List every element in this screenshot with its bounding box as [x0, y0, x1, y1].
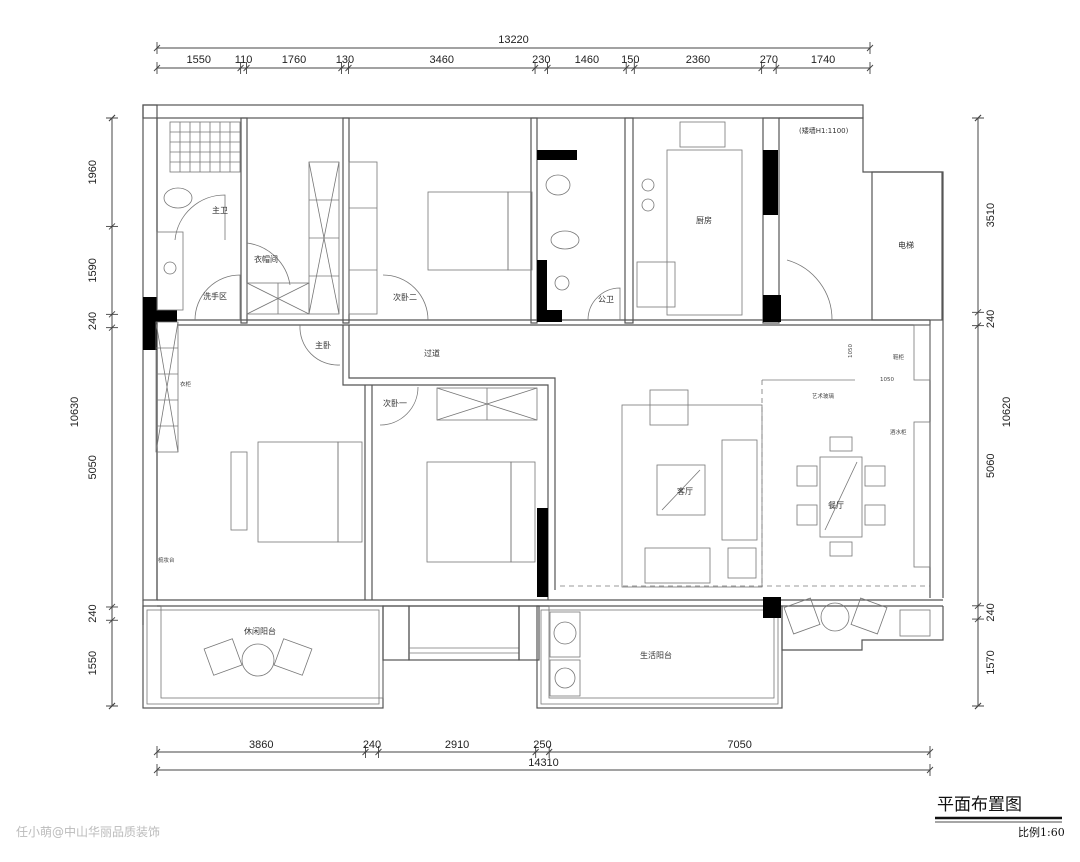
left-dimension: 240: [87, 312, 99, 330]
bed-master: [257, 441, 339, 543]
right-total-dimension: 10620: [1001, 397, 1013, 428]
right-dimensions: 3510 240 5060 240 1570 10620: [972, 114, 1013, 710]
label-shoe-cabinet: 鞋柜: [893, 353, 905, 361]
dining-table: [819, 456, 863, 538]
top-total-dimension: 13220: [498, 34, 529, 46]
coffee-table: [656, 464, 706, 516]
bottom-dimension: 2910: [445, 739, 469, 751]
bottom-dimension: 240: [363, 739, 381, 751]
loveseat: [644, 547, 711, 584]
room-labels: 主卫 衣帽间 洗手区 次卧二 公卫 厨房 电梯 (矮墙H1:1100) 主卧 过…: [158, 126, 914, 660]
bed-bedroom1: [426, 461, 512, 563]
watermark: 任小萌@中山华丽品质装饰: [16, 824, 160, 839]
top-dimension: 130: [336, 54, 354, 66]
left-dimension: 5050: [87, 455, 99, 479]
toilet-icon: [163, 187, 193, 209]
rug: [621, 404, 763, 588]
label-width-1050: 1050: [880, 377, 894, 383]
left-dimension: 1590: [87, 258, 99, 282]
top-dimension: 1740: [811, 54, 835, 66]
label-bedroom1: 次卧一: [383, 398, 407, 408]
drawing-scale: 比例1:60: [1018, 825, 1065, 839]
top-dimension: 1760: [282, 54, 306, 66]
bottom-dimension: 7050: [727, 739, 751, 751]
shower-grid: [169, 121, 241, 173]
label-cloakroom: 衣帽间: [254, 254, 278, 264]
label-master-bath: 主卫: [212, 205, 228, 215]
walls: [142, 104, 944, 709]
label-wine-cabinet: 酒水柜: [890, 428, 907, 436]
label-utility-balcony: 生活阳台: [640, 650, 672, 660]
top-dimension: 230: [532, 54, 550, 66]
label-low-wall: (矮墙H1:1100): [799, 126, 849, 135]
bottom-dimension: 250: [533, 739, 551, 751]
label-corridor: 过道: [424, 348, 440, 358]
left-dimension: 1960: [87, 160, 99, 184]
right-dimension: 5060: [985, 453, 997, 477]
label-elevator: 电梯: [898, 240, 914, 250]
left-dimension: 240: [87, 604, 99, 622]
label-master-bedroom: 主卧: [315, 340, 331, 350]
left-dimension: 1550: [87, 651, 99, 675]
structural-columns: [143, 150, 781, 618]
sofa: [721, 439, 758, 541]
top-dimension: 1460: [575, 54, 599, 66]
label-height-1050: 1050: [848, 344, 854, 358]
label-dining-room: 餐厅: [828, 501, 844, 510]
label-living-room: 客厅: [677, 486, 693, 496]
top-dimensions: 1550 110 1760 130 3460 230 1460 150 2360 270 1740 1…: [153, 34, 874, 74]
label-leisure-balcony: 休闲阳台: [244, 626, 276, 636]
top-dimension: 110: [235, 54, 253, 66]
right-dimension: 3510: [985, 203, 997, 227]
furniture: [155, 121, 931, 697]
label-wardrobe: 衣柜: [180, 380, 192, 388]
kitchen-sink: [679, 121, 726, 148]
right-dimension: 1570: [985, 650, 997, 674]
top-dimension: 2360: [686, 54, 710, 66]
top-dimension: 3460: [430, 54, 454, 66]
drawing-title: 平面布置图: [937, 795, 1022, 815]
label-bedroom2: 次卧二: [393, 292, 417, 302]
bed-bedroom2: [427, 191, 509, 271]
label-wash-area: 洗手区: [203, 291, 227, 301]
label-kitchen: 厨房: [696, 215, 712, 225]
bottom-dimension: 3860: [249, 739, 273, 751]
left-total-dimension: 10630: [69, 397, 81, 428]
right-dimension: 240: [985, 310, 997, 328]
top-dimension: 1550: [187, 54, 211, 66]
top-dimension: 150: [621, 54, 639, 66]
top-dimension: 270: [760, 54, 778, 66]
label-public-bath: 公卫: [598, 295, 614, 304]
left-dimensions: 1960 1590 240 5050 240 1550 10630: [69, 114, 118, 710]
armchair: [649, 389, 689, 426]
bottom-dimensions: 3860 240 2910 250 7050 14310: [153, 739, 934, 776]
label-dresser: 梳妆台: [158, 556, 175, 564]
label-art-glass: 艺术玻璃: [812, 392, 835, 400]
sink-icon: [163, 261, 177, 275]
bottom-total-dimension: 14310: [528, 757, 559, 769]
right-dimension: 240: [985, 603, 997, 621]
